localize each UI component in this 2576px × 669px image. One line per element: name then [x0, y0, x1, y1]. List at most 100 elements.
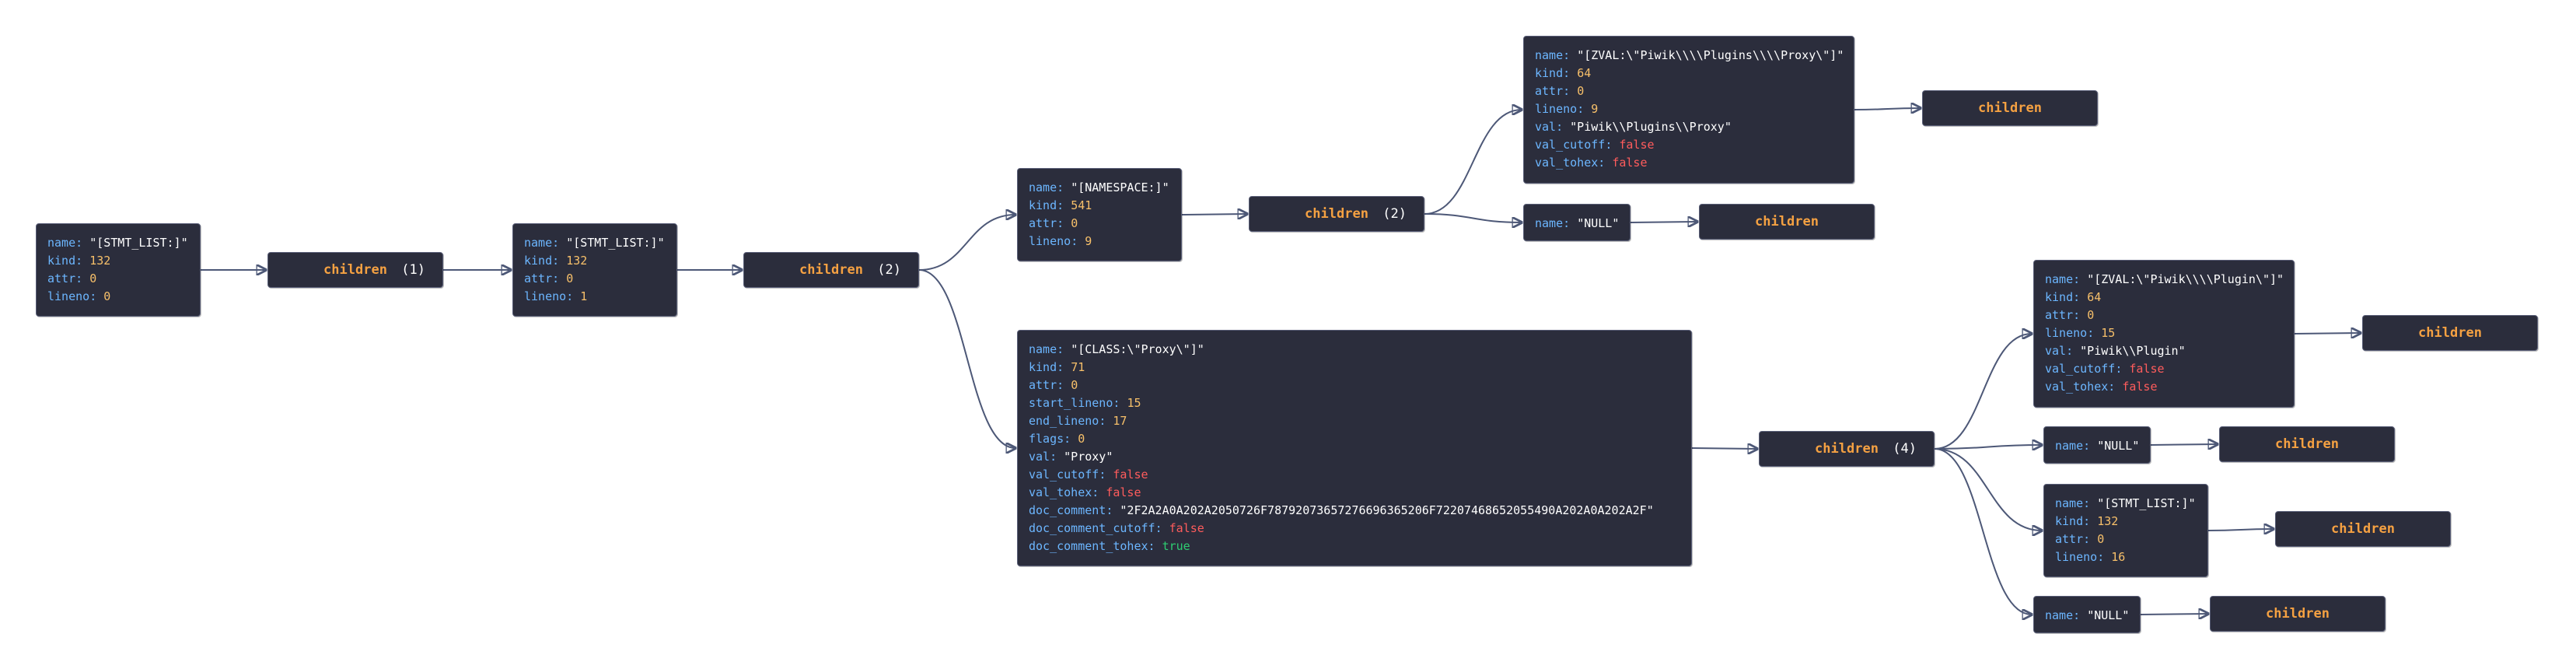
property-value: "[CLASS:\"Proxy\"]" [1071, 342, 1204, 356]
property-key: lineno [2045, 326, 2088, 340]
property-key: val_tohex [1535, 156, 1599, 170]
property-row: name: "[CLASS:\"Proxy\"]" [1029, 342, 1204, 356]
property-row: attr: 0 [1535, 84, 1585, 98]
property-key: kind [1535, 66, 1564, 80]
edge-n10-c10 [2140, 614, 2208, 615]
property-key: attr [2055, 532, 2084, 546]
property-row: lineno: 0 [47, 289, 111, 303]
children-node-null-attributes[interactable]: children [2210, 596, 2386, 632]
property-row: doc_comment_cutoff: false [1029, 521, 1204, 535]
property-row: lineno: 15 [2045, 326, 2116, 340]
property-key: val_tohex [1029, 485, 1092, 499]
property-value: true [1162, 539, 1190, 553]
property-value: "Piwik\\Plugins\\Proxy" [1570, 120, 1732, 134]
children-label: children [1815, 441, 1879, 457]
property-key: name [2045, 608, 2074, 622]
children-node-1[interactable]: children (1) [267, 252, 443, 288]
property-row: name: "[ZVAL:\"Piwik\\\\Plugin\"]" [2045, 272, 2284, 286]
property-row: doc_comment_tohex: true [1029, 539, 1190, 553]
property-row: flags: 0 [1029, 432, 1085, 446]
property-row: lineno: 16 [2055, 550, 2126, 564]
property-row: name: "NULL" [2055, 439, 2140, 453]
children-label: children [2266, 606, 2330, 622]
property-value: 0 [2087, 308, 2095, 322]
property-value: 132 [2097, 514, 2119, 528]
edge-c6-n9 [1934, 448, 2042, 531]
property-key: kind [1029, 360, 1057, 374]
property-row: doc_comment: "2F2A2A0A202A2050726F787920… [1029, 503, 1654, 517]
property-value: 541 [1071, 198, 1092, 212]
node-null-implements[interactable]: name: "NULL" [2043, 426, 2151, 464]
property-key: val_cutoff [1029, 468, 1099, 482]
children-label: children [1978, 100, 2042, 116]
node-zval-extends[interactable]: name: "[ZVAL:\"Piwik\\\\Plugin\"]"kind: … [2033, 260, 2295, 408]
property-key: attr [1535, 84, 1564, 98]
edge-c6-n8 [1934, 445, 2042, 449]
children-count: (2) [1382, 206, 1407, 222]
property-key: kind [47, 254, 76, 268]
property-value: "[ZVAL:\"Piwik\\\\Plugin\"]" [2087, 272, 2284, 286]
edge-n8-c8 [2150, 444, 2218, 445]
property-key: lineno [2055, 550, 2098, 564]
property-row: attr: 0 [524, 271, 574, 285]
node-null-namespace-stmts[interactable]: name: "NULL" [1523, 204, 1631, 241]
property-value: 0 [1071, 378, 1078, 392]
children-node-2[interactable]: children (2) [743, 252, 919, 288]
property-value: false [1612, 156, 1648, 170]
property-key: lineno [524, 289, 567, 303]
property-key: lineno [47, 289, 90, 303]
children-count: (1) [401, 262, 425, 278]
property-value: "NULL" [1577, 216, 1620, 230]
property-key: val [2045, 344, 2067, 358]
property-key: name [2045, 272, 2074, 286]
property-row: name: "[ZVAL:\"Piwik\\\\Plugins\\\\Proxy… [1535, 48, 1844, 62]
property-value: 71 [1071, 360, 1085, 374]
property-key: val_cutoff [1535, 138, 1606, 152]
property-value: "[ZVAL:\"Piwik\\\\Plugins\\\\Proxy\"]" [1577, 48, 1844, 62]
children-node-zval-namespace[interactable]: children [1922, 90, 2098, 126]
property-key: name [1029, 180, 1057, 194]
property-row: kind: 132 [47, 254, 111, 268]
node-zval-namespace-name[interactable]: name: "[ZVAL:\"Piwik\\\\Plugins\\\\Proxy… [1523, 36, 1854, 184]
node-null-attributes[interactable]: name: "NULL" [2033, 596, 2141, 633]
property-value: false [1106, 485, 1141, 499]
property-key: attr [2045, 308, 2074, 322]
property-value: 0 [103, 289, 111, 303]
property-row: val_cutoff: false [1029, 468, 1148, 482]
children-node-namespace[interactable]: children (2) [1249, 196, 1424, 232]
property-key: kind [524, 254, 553, 268]
edge-n6-c6 [1691, 448, 1757, 449]
property-row: val_cutoff: false [1535, 138, 1655, 152]
children-node-class-body[interactable]: children [2275, 511, 2451, 547]
property-key: lineno [1535, 102, 1578, 116]
children-node-null-implements[interactable]: children [2219, 426, 2395, 462]
property-row: name: "NULL" [2045, 608, 2130, 622]
property-key: attr [1029, 216, 1057, 230]
property-row: val_tohex: false [1029, 485, 1141, 499]
property-key: name [1535, 48, 1564, 62]
property-value: "Piwik\\Plugin" [2080, 344, 2186, 358]
edge-n7-c7 [2294, 333, 2361, 334]
property-row: attr: 0 [2055, 532, 2105, 546]
property-key: doc_comment_cutoff [1029, 521, 1155, 535]
property-value: 0 [1577, 84, 1585, 98]
property-value: 1 [580, 289, 588, 303]
property-key: kind [1029, 198, 1057, 212]
property-key: name [524, 236, 553, 250]
property-row: attr: 0 [47, 271, 97, 285]
children-node-zval-extends[interactable]: children [2362, 315, 2538, 351]
property-value: false [2129, 362, 2165, 376]
property-value: 17 [1113, 414, 1127, 428]
edge-c2-n3 [918, 215, 1015, 271]
children-node-null-namespace[interactable]: children [1699, 204, 1875, 240]
property-key: val [1029, 450, 1050, 464]
property-value: "NULL" [2087, 608, 2130, 622]
property-value: 0 [2097, 532, 2105, 546]
children-node-class[interactable]: children (4) [1759, 431, 1935, 467]
edge-n9-c9 [2207, 529, 2274, 531]
